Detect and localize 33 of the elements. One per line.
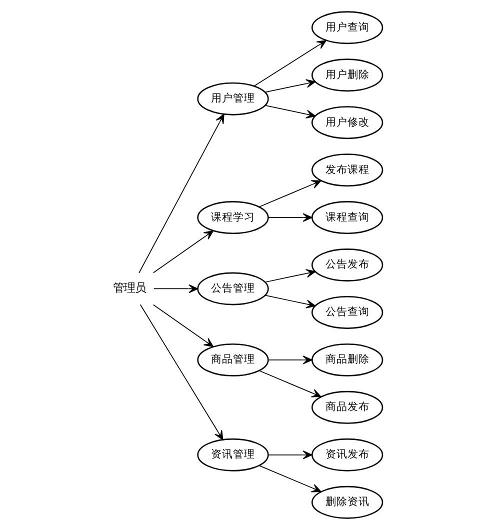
arrow [268, 356, 312, 364]
arrow [264, 269, 316, 283]
arrow [153, 284, 198, 294]
node-ellipse: 用户管理 [197, 82, 269, 116]
arrow [254, 40, 327, 87]
arrow [268, 450, 312, 460]
node-ellipse: 课程查询 [311, 201, 384, 234]
node-ellipse: 公告发布 [311, 248, 384, 282]
node-ellipse: 用户修改 [311, 106, 384, 140]
node-ellipse: 资讯管理 [197, 438, 269, 472]
arrow [152, 304, 214, 348]
node-ellipse: 发布课程 [311, 154, 384, 187]
arrow [264, 105, 316, 118]
node-ellipse: 课程学习 [197, 201, 269, 234]
node-ellipse: 商品发布 [311, 390, 384, 424]
node-ellipse: 商品管理 [197, 343, 269, 376]
node-ellipse: 公告管理 [197, 272, 269, 306]
node-ellipse: 公告查询 [311, 296, 384, 329]
node-ellipse: 用户查询 [311, 11, 384, 44]
arrow [268, 213, 312, 222]
arrow [258, 180, 322, 208]
arrow [140, 304, 224, 440]
arrow [258, 465, 322, 492]
node-ellipse: 删除资讯 [311, 486, 384, 519]
arrow [258, 370, 322, 398]
arrow [264, 294, 316, 308]
node-ellipse: 资讯发布 [311, 438, 384, 472]
node-ellipse: 商品删除 [311, 343, 384, 376]
arrow [264, 79, 316, 93]
node-text: 管理员 [113, 280, 146, 295]
arrow [138, 114, 224, 274]
arrow [152, 230, 214, 274]
node-ellipse: 用户删除 [311, 58, 384, 92]
